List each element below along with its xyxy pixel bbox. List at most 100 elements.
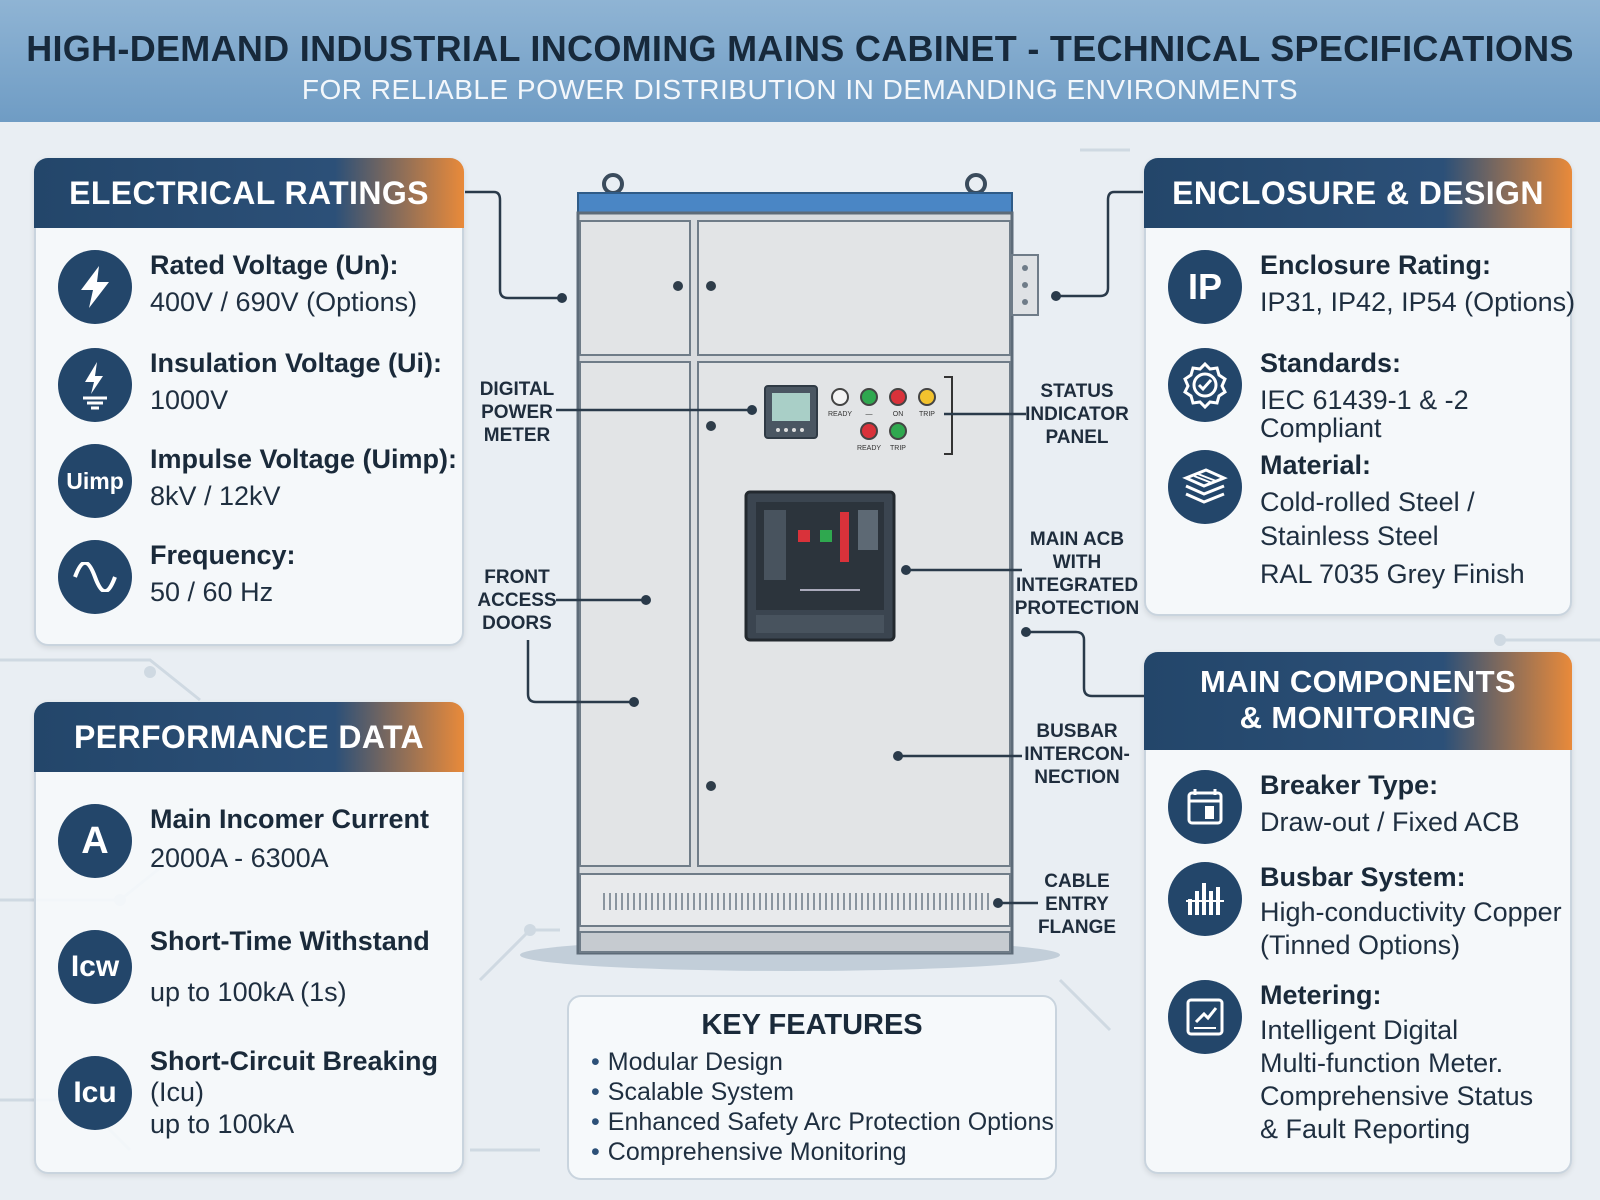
lamp-label: — — [866, 411, 873, 418]
main-acb-breaker — [744, 490, 896, 642]
callout-status-indicator-panel: STATUS INDICATOR PANEL — [1012, 380, 1142, 449]
cabinet-base — [579, 931, 1011, 953]
sine-wave-icon — [58, 540, 132, 614]
callout-line: DOORS — [482, 613, 552, 634]
callout-busbar-interconnection: BUSBAR INTERCON- NECTION — [1012, 720, 1142, 789]
enclosure-design-panel: ENCLOSURE & DESIGN IP Enclosure Rating: … — [1144, 158, 1576, 616]
lamp-label: ON — [893, 411, 904, 418]
cabinet-roof — [577, 192, 1013, 214]
spec-label: Impulse Voltage (Uimp): — [150, 444, 458, 474]
top-right-door — [697, 220, 1011, 356]
spec-value: up to 100kA — [150, 1109, 295, 1139]
spec-value: High-conductivity Copper — [1260, 897, 1562, 927]
spec-value: up to 100kA (1s) — [150, 977, 347, 1007]
callout-line: METER — [483, 425, 551, 446]
callout-line: PROTECTION — [1014, 598, 1140, 619]
spec-value: 400V / 690V (Options) — [150, 287, 418, 317]
spec-label: Enclosure Rating: — [1260, 250, 1492, 280]
lamp-label: READY — [828, 411, 852, 418]
performance-data-title: PERFORMANCE DATA — [34, 702, 464, 772]
spec-value: Compliant — [1260, 413, 1382, 443]
ampere-icon: A — [58, 804, 132, 878]
spec-value: Stainless Steel — [1260, 521, 1439, 551]
leader-lines — [465, 190, 1144, 905]
ip-icon: IP — [1168, 250, 1242, 324]
performance-data-panel: PERFORMANCE DATA A Main Incomer Current … — [34, 702, 464, 1174]
page-subtitle: FOR RELIABLE POWER DISTRIBUTION IN DEMAN… — [301, 74, 1299, 105]
callout-line: INTERCON- — [1024, 744, 1130, 765]
enclosure-design-title: ENCLOSURE & DESIGN — [1144, 158, 1572, 228]
front-access-door-left — [579, 361, 691, 867]
lamp-label: TRIP — [919, 411, 935, 418]
callout-cable-entry-flange: CABLE ENTRY FLANGE — [1012, 870, 1142, 939]
ventilation-grille — [603, 893, 989, 910]
callout-line: BUSBAR — [1036, 721, 1118, 742]
key-features-box: KEY FEATURES Modular Design Scalable Sys… — [567, 995, 1057, 1180]
insulation-icon — [58, 348, 132, 422]
electrical-ratings-panel: ELECTRICAL RATINGS Rated Voltage (Un): 4… — [34, 158, 464, 646]
breaker-icon — [1168, 770, 1242, 844]
callout-line: FRONT — [484, 567, 550, 588]
spec-label: Short-Time Withstand — [150, 926, 430, 956]
spec-value: Multi-function Meter. — [1260, 1048, 1504, 1078]
callout-line: FLANGE — [1037, 917, 1117, 938]
callout-line: INDICATOR — [1025, 404, 1129, 425]
callout-line: NECTION — [1034, 767, 1120, 788]
main-components-title: MAIN COMPONENTS & MONITORING — [1144, 652, 1572, 750]
spec-label: Rated Voltage (Un): — [150, 250, 399, 280]
key-features-title: KEY FEATURES — [701, 1009, 923, 1041]
meter-icon — [1168, 980, 1242, 1054]
spec-label: Insulation Voltage (Ui): — [150, 348, 442, 378]
spec-label: Main Incomer Current — [150, 804, 430, 834]
spec-label: Material: — [1260, 450, 1372, 480]
spec-value: (Icu) — [150, 1077, 204, 1107]
spec-label: Breaker Type: — [1260, 770, 1439, 800]
callout-line: DIGITAL — [479, 379, 555, 400]
top-left-door — [579, 220, 691, 356]
callout-line: POWER — [481, 402, 553, 423]
electrical-ratings-title: ELECTRICAL RATINGS — [34, 158, 464, 228]
status-indicator-lamps — [831, 388, 936, 440]
main-components-panel: MAIN COMPONENTS & MONITORING Breaker Typ… — [1144, 652, 1572, 1174]
spec-label: Metering: — [1260, 980, 1382, 1010]
list-item: Scalable System — [591, 1077, 1054, 1107]
digital-power-meter — [764, 385, 818, 439]
icw-icon: Icw — [58, 930, 132, 1004]
callout-front-access-doors: FRONT ACCESS DOORS — [452, 566, 582, 635]
spec-label: Standards: — [1260, 348, 1402, 378]
badge-check-icon — [1168, 348, 1242, 422]
spec-value: 2000A - 6300A — [150, 843, 329, 873]
spec-label: Busbar System: — [1260, 862, 1466, 892]
callout-main-acb: MAIN ACB WITH INTEGRATED PROTECTION — [1012, 528, 1142, 620]
spec-value: Draw-out / Fixed ACB — [1260, 807, 1520, 837]
callout-line: MAIN ACB — [1029, 529, 1125, 550]
spec-value: IEC 61439-1 & -2 — [1260, 385, 1469, 415]
page-title: HIGH-DEMAND INDUSTRIAL INCOMING MAINS CA… — [26, 28, 1574, 69]
list-item: Enhanced Safety Arc Protection Options — [591, 1107, 1054, 1137]
key-features-list: Modular Design Scalable System Enhanced … — [591, 1047, 1054, 1167]
spec-value: (Tinned Options) — [1260, 930, 1461, 960]
spec-label: Frequency: — [150, 540, 296, 570]
spec-value: RAL 7035 Grey Finish — [1260, 559, 1525, 589]
indicator-labels: READY — ON TRIP READY TRIP — [828, 411, 935, 452]
callout-line: INTEGRATED — [1015, 575, 1139, 596]
spec-value: Cold-rolled Steel / — [1260, 487, 1475, 517]
lamp-label: TRIP — [890, 445, 906, 452]
lightning-icon — [58, 250, 132, 324]
callout-digital-power-meter: DIGITAL POWER METER — [452, 378, 582, 447]
title-line: & MONITORING — [1239, 700, 1477, 735]
callout-line: STATUS — [1040, 381, 1114, 402]
busbar-icon — [1168, 862, 1242, 936]
spec-label: Short-Circuit Breaking — [150, 1046, 439, 1076]
lifting-eyes — [602, 173, 987, 195]
spec-value: 8kV / 12kV — [150, 481, 281, 511]
callout-line: WITH — [1052, 552, 1102, 573]
callout-line: CABLE — [1044, 871, 1110, 892]
spec-value: IP31, IP42, IP54 (Options) — [1260, 287, 1576, 317]
title-line: MAIN COMPONENTS — [1200, 664, 1516, 699]
spec-value: & Fault Reporting — [1260, 1114, 1471, 1144]
uimp-icon: Uimp — [58, 444, 132, 518]
spec-value: 50 / 60 Hz — [150, 577, 274, 607]
icu-icon: Icu — [58, 1056, 132, 1130]
